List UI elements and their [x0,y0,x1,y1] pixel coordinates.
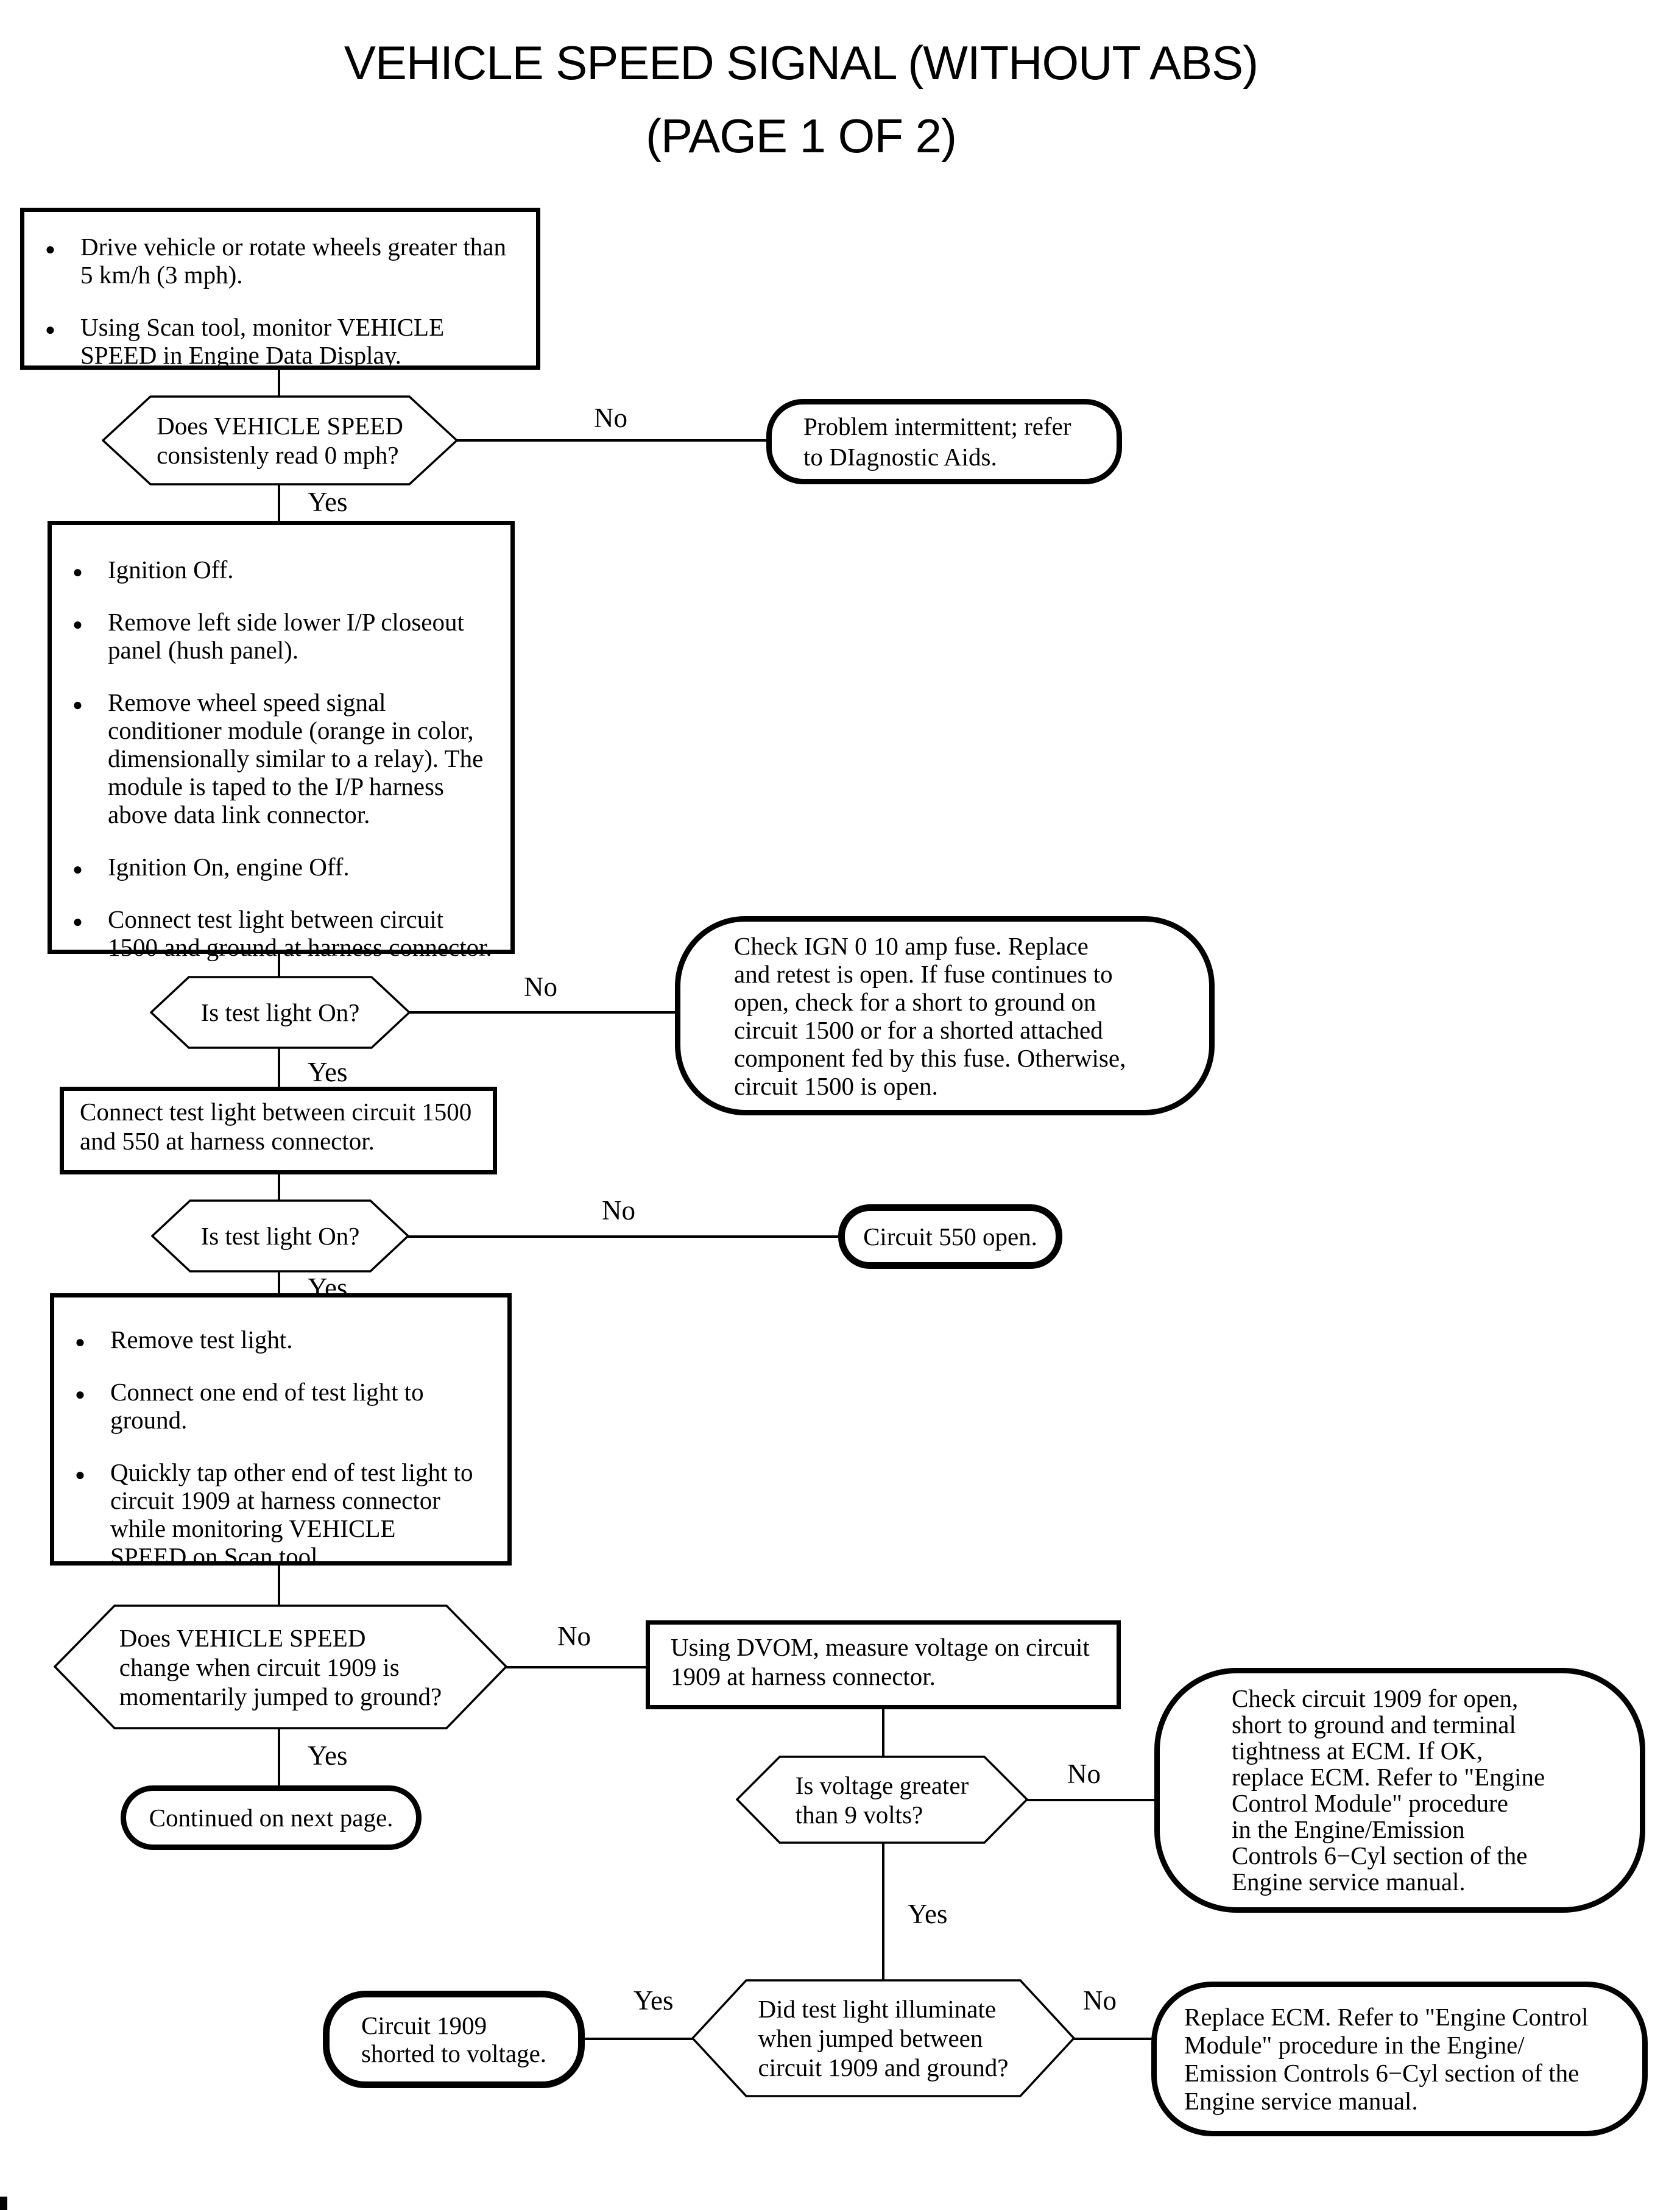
terminator-replace-ecm: Replace ECM. Refer to "Engine Control Mo… [1151,1982,1648,2136]
label-no-d6: No [1083,1985,1117,2016]
label-yes-d5: Yes [908,1899,948,1929]
connector-d1-yes [278,485,280,523]
page-title-line2: (PAGE 1 OF 2) [646,109,957,163]
decision-speed-change: Does VEHICLE SPEED change when circuit 1… [54,1604,507,1730]
process-connect-1500-550: Connect test light between circuit 1500 … [60,1087,497,1174]
bullet-item: Quickly tap other end of test light to c… [54,1458,504,1570]
bullet-item: Ignition On, engine Off. [52,853,507,884]
connector-d4-yes [278,1729,280,1787]
bullet-item: Connect test light between circuit 1500 … [52,905,507,961]
hexagon-shape [150,976,411,1049]
preparation-bullets: Drive vehicle or rotate wheels greater t… [24,233,530,369]
connector-prep-to-d1 [278,369,280,397]
connector-d6-yes [584,2038,693,2040]
decision-test-light-illuminate-text: Did test light illuminate when jumped be… [758,1995,1009,2081]
decision-test-light-on-1-text: Is test light On? [200,998,360,1026]
hexagon-shape [691,1979,1075,2097]
bullet-item: Using Scan tool, monitor VEHICLE SPEED i… [24,313,530,369]
label-no-d1: No [594,403,627,433]
process-setup: Ignition Off. Remove left side lower I/P … [48,521,515,961]
bullet-item: Connect one end of test light to ground. [54,1378,504,1434]
connector-d3-no [408,1235,839,1238]
label-yes-d6: Yes [634,1985,674,2016]
connector-d2-yes [278,1048,280,1088]
terminator-continued-next-page: Continued on next page. [121,1785,422,1850]
terminator-circuit-550-open-text: Circuit 550 open. [863,1223,1037,1251]
bullet-item: Remove left side lower I/P closeout pane… [52,608,507,664]
decision-test-light-on-2: Is test light On? [151,1199,409,1273]
hexagon-shape [102,395,458,485]
process-tap-1909: Remove test light. Connect one end of tes… [50,1293,512,1570]
label-yes-d4: Yes [308,1740,348,1771]
process-dvom-measure: Using DVOM, measure voltage on circuit 1… [646,1620,1121,1709]
tap-1909-bullets: Remove test light. Connect one end of tes… [54,1326,504,1570]
note-check-circuit-1909: Check circuit 1909 for open, short to gr… [1154,1668,1645,1913]
decision-voltage-greater-9v-text: Is voltage greater than 9 volts? [795,1771,969,1829]
connector-d5-yes [882,1843,884,1980]
scan-artifact-mark [0,2197,7,2210]
terminator-replace-ecm-text: Replace ECM. Refer to "Engine Control Mo… [1184,2003,1589,2115]
setup-bullets: Ignition Off. Remove left side lower I/P … [52,556,507,961]
terminator-circuit-1909-shorted-text: Circuit 1909 shorted to voltage. [361,2011,547,2067]
bullet-item: Ignition Off. [52,556,507,587]
connector-tap-to-d4 [278,1564,280,1606]
bullet-item: Remove wheel speed signal conditioner mo… [52,688,507,828]
connector-d3-yes [278,1271,280,1296]
decision-speed-reads-zero: Does VEHICLE SPEED consistenly read 0 mp… [102,395,458,486]
note-check-circuit-1909-text: Check circuit 1909 for open, short to gr… [1232,1684,1545,1896]
label-yes-d1: Yes [308,487,348,517]
decision-test-light-on-1: Is test light On? [150,975,411,1050]
process-connect-1500-550-text: Connect test light between circuit 1500 … [80,1098,472,1155]
label-no-d3: No [602,1195,635,1226]
decision-speed-reads-zero-text: Does VEHICLE SPEED consistenly read 0 mp… [157,412,403,469]
connector-d6-no [1074,2038,1153,2040]
terminator-circuit-1909-shorted: Circuit 1909 shorted to voltage. [323,1991,585,2088]
decision-speed-change-text: Does VEHICLE SPEED change when circuit 1… [119,1623,442,1710]
process-preparation: Drive vehicle or rotate wheels greater t… [20,208,540,370]
bullet-item: Remove test light. [54,1326,504,1357]
note-check-ign-fuse-text: Check IGN 0 10 amp fuse. Replace and ret… [734,931,1126,1100]
note-check-ign-fuse: Check IGN 0 10 amp fuse. Replace and ret… [675,916,1215,1115]
hexagon-shape [736,1756,1028,1844]
decision-test-light-illuminate: Did test light illuminate when jumped be… [691,1979,1075,2098]
connector-d4-no [506,1666,647,1668]
terminator-problem-intermittent-text: Problem intermittent; refer to DIagnosti… [803,412,1071,471]
connector-setup-to-d2 [278,952,280,978]
page-title-line1: VEHICLE SPEED SIGNAL (WITHOUT ABS) [344,36,1258,90]
terminator-continued-next-page-text: Continued on next page. [149,1804,394,1832]
terminator-problem-intermittent: Problem intermittent; refer to DIagnosti… [766,399,1122,484]
label-no-d4: No [557,1621,591,1651]
decision-voltage-greater-9v: Is voltage greater than 9 volts? [736,1755,1028,1845]
connector-c550-to-d3 [278,1173,280,1201]
label-no-d5: No [1067,1759,1101,1789]
process-dvom-measure-text: Using DVOM, measure voltage on circuit 1… [671,1633,1090,1690]
hexagon-shape [151,1199,409,1273]
terminator-circuit-550-open: Circuit 550 open. [838,1204,1062,1269]
hexagon-shape [54,1605,507,1729]
connector-d1-no [457,439,768,442]
connector-d5-no [1027,1799,1156,1801]
bullet-item: Drive vehicle or rotate wheels greater t… [24,233,530,289]
label-yes-d2: Yes [308,1057,348,1087]
connector-dvom-to-d5 [882,1707,884,1757]
connector-d2-no [409,1011,676,1014]
decision-test-light-on-2-text: Is test light On? [200,1222,360,1250]
label-no-d2: No [524,972,557,1002]
